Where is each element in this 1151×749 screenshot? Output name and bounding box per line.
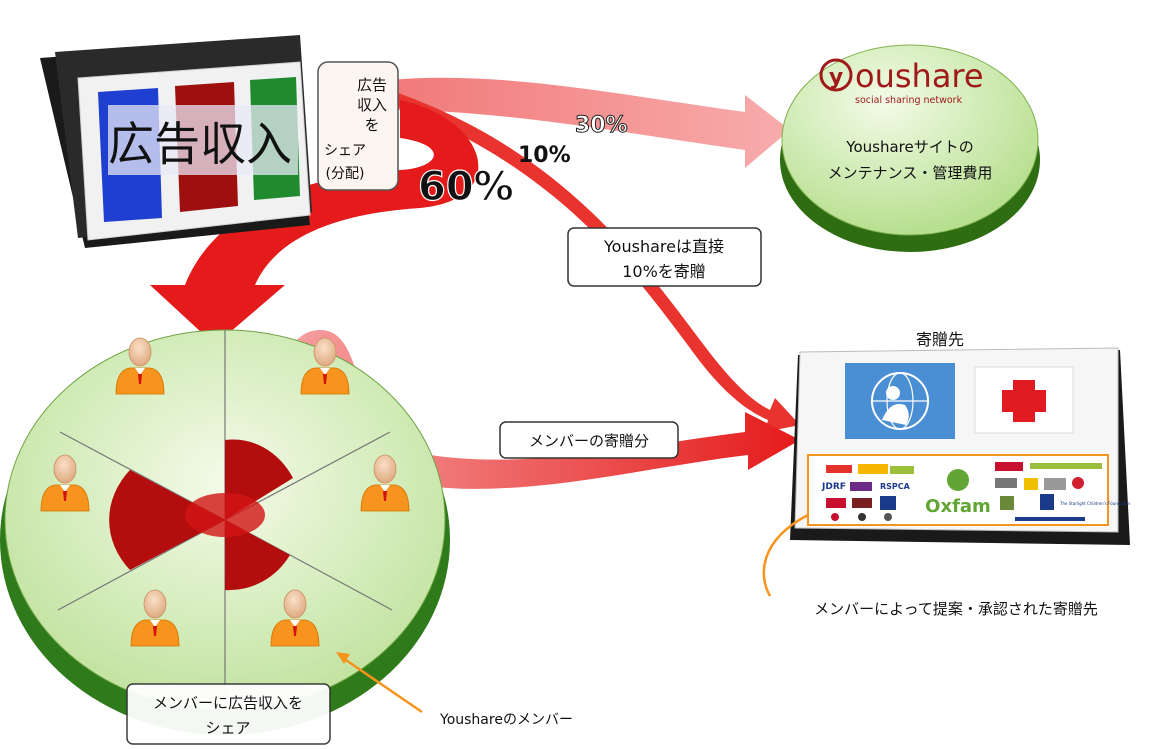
arrow-30-percent [390,77,790,168]
charity-starlight: The Starlight Children's Foundation [1059,501,1131,506]
svg-text:シェア: シェア [324,143,366,159]
svg-text:収入: 収入 [357,96,387,114]
youshare-desc-line1: Youshareサイトの [845,138,973,156]
charity-pointer-line [762,513,809,597]
ad-revenue-box: 広告収入 [40,35,312,248]
wheel-sector-bottom [225,520,290,591]
direct-donation-note: Youshareは直接 10%を寄贈 [567,227,762,287]
charity-rspca: RSPCA [880,482,911,491]
youshare-desc-line2: メンテナンス・管理費用 [828,164,993,182]
charity-oxfam: Oxfam [925,496,991,517]
wheel-caption-line2: シェア [205,719,250,737]
share-label-box: 広告 収入 を シェア (分配) [317,61,399,191]
member-caption: Youshareのメンバー [439,712,573,728]
share-label-line2: 収入 [357,96,387,114]
share-label-line3: を [364,116,379,134]
percent-60-label: 60% [418,164,514,210]
share-label-line5: (分配) [326,166,365,182]
direct-donation-line2: 10%を寄贈 [622,262,706,281]
charity-jdrf: JDRF [821,482,846,492]
right-charity-logos: The Starlight Children's Foundation [995,462,1131,521]
unicef-logo [845,363,955,439]
arrow-10-percent [390,92,800,432]
small-charity-logos: JDRF RSPCA [821,464,914,521]
wheel-caption-line1: メンバーに広告収入を [153,694,303,712]
svg-text:を: を [364,116,379,134]
youshare-logo-text: oushare [855,57,984,95]
wheel-caption-box: メンバーに広告収入を シェア [126,683,331,745]
share-label-line1: 広告 [357,76,387,94]
youshare-disc: y oushare social sharing network Youshar… [780,44,1040,252]
share-label-line4: シェア [324,143,366,159]
svg-text:(分配): (分配) [326,166,365,182]
member-donation-label: メンバーの寄贈分 [499,421,679,459]
member-pointer-line [339,654,423,714]
member-donation-text: メンバーの寄贈分 [529,432,649,450]
percent-10-label: 10% [518,143,571,168]
ad-revenue-title: 広告収入 [108,117,292,171]
svg-text:広告: 広告 [357,76,387,94]
recipients-title: 寄贈先 [916,330,964,349]
recipients-board: 寄贈先 JDRF RSPCA [790,330,1131,545]
red-cross-logo [974,366,1074,434]
wheel-sector-left [109,470,225,570]
oxfam-logo: Oxfam [925,469,991,517]
member-wheel [0,329,450,735]
recipients-caption: メンバーによって提案・承認された寄贈先 [814,600,1098,618]
percent-30-label: 30% [575,113,628,138]
youshare-tagline: social sharing network [855,95,963,106]
youshare-logo-initial: y [829,65,843,90]
youshare-logo: y oushare social sharing network [819,57,984,106]
arrow-60-percent [150,100,479,345]
direct-donation-line1: Youshareは直接 [603,237,724,256]
